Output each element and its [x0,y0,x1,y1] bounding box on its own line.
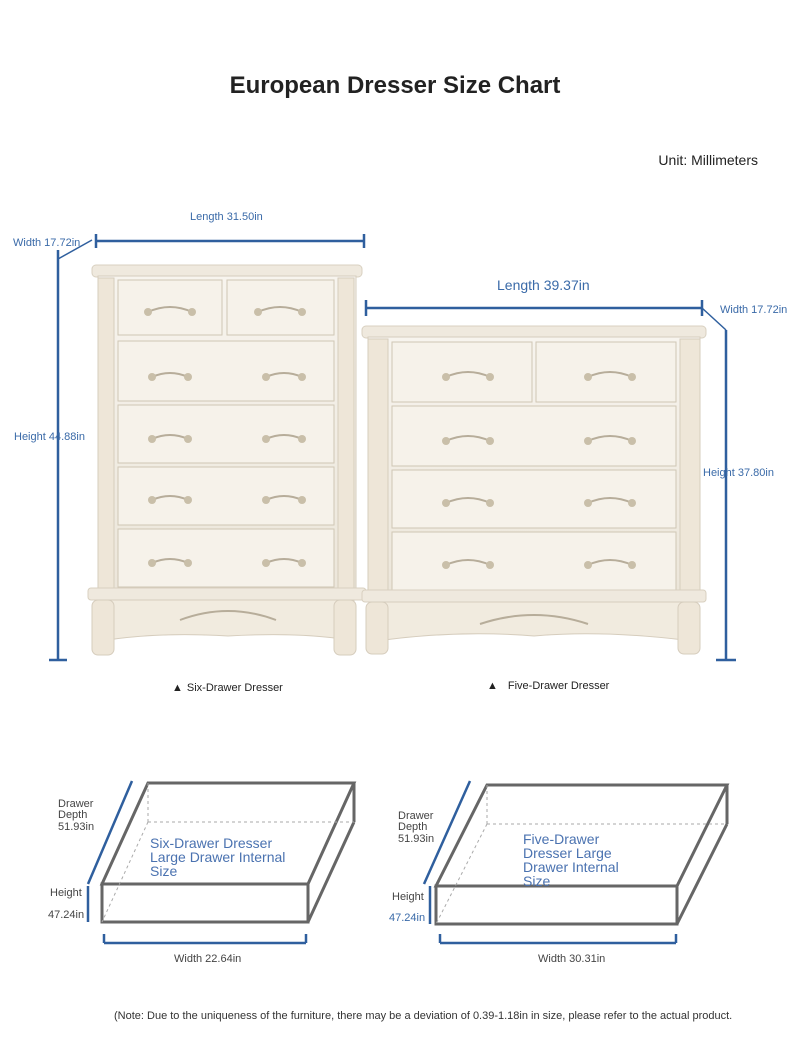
six-box-height-value: 47.24in [48,909,85,921]
six-drawer-dresser-image [87,264,367,656]
five-box-height-label: Height [392,891,424,903]
page-title: European Dresser Size Chart [229,72,561,99]
six-box-depth-value: 51.93in [58,821,95,833]
triangle-icon: ▲ [172,682,183,694]
five-box-inner-label: Five-Drawer Dresser Large Drawer Interna… [523,831,619,889]
six-box-height-label: Height [50,887,82,899]
six-box-width-label: Width 22.64in [174,953,242,965]
six-drawer-box-diagram [86,780,357,945]
six-box-inner-label: Six-Drawer Dresser Large Drawer Internal… [150,835,286,879]
five-box-depth-label: Drawer Depth [398,810,434,833]
unit-label: Unit: Millimeters [658,152,758,168]
six-box-depth-label: Drawer Depth [58,798,94,821]
triangle-icon: ▲ [487,680,498,692]
five-drawer-box-diagram [422,780,730,945]
five-drawer-caption-text: Five-Drawer Dresser [507,680,610,692]
five-box-width-label: Width 30.31in [538,953,606,965]
six-drawer-caption: ▲Six-Drawer Dresser [172,682,283,694]
six-height-label: Height 44.88in [14,431,85,443]
six-drawer-caption-text: Six-Drawer Dresser [186,682,283,694]
five-height-label: Height 37.80in [703,467,774,479]
six-width-label: Width 17.72in [13,237,81,249]
five-box-depth-value: 51.93in [398,833,435,845]
five-length-label: Length 39.37in [497,277,590,293]
footer-note: (Note: Due to the uniqueness of the furn… [114,1010,733,1022]
dimension-lines [49,234,736,662]
five-width-label: Width 17.72in [720,304,788,316]
five-drawer-dresser-image [361,325,707,655]
six-length-label: Length 31.50in [190,211,263,223]
five-drawer-caption: ▲ Five-Drawer Dresser [487,680,609,692]
five-box-height-value: 47.24in [389,912,426,924]
